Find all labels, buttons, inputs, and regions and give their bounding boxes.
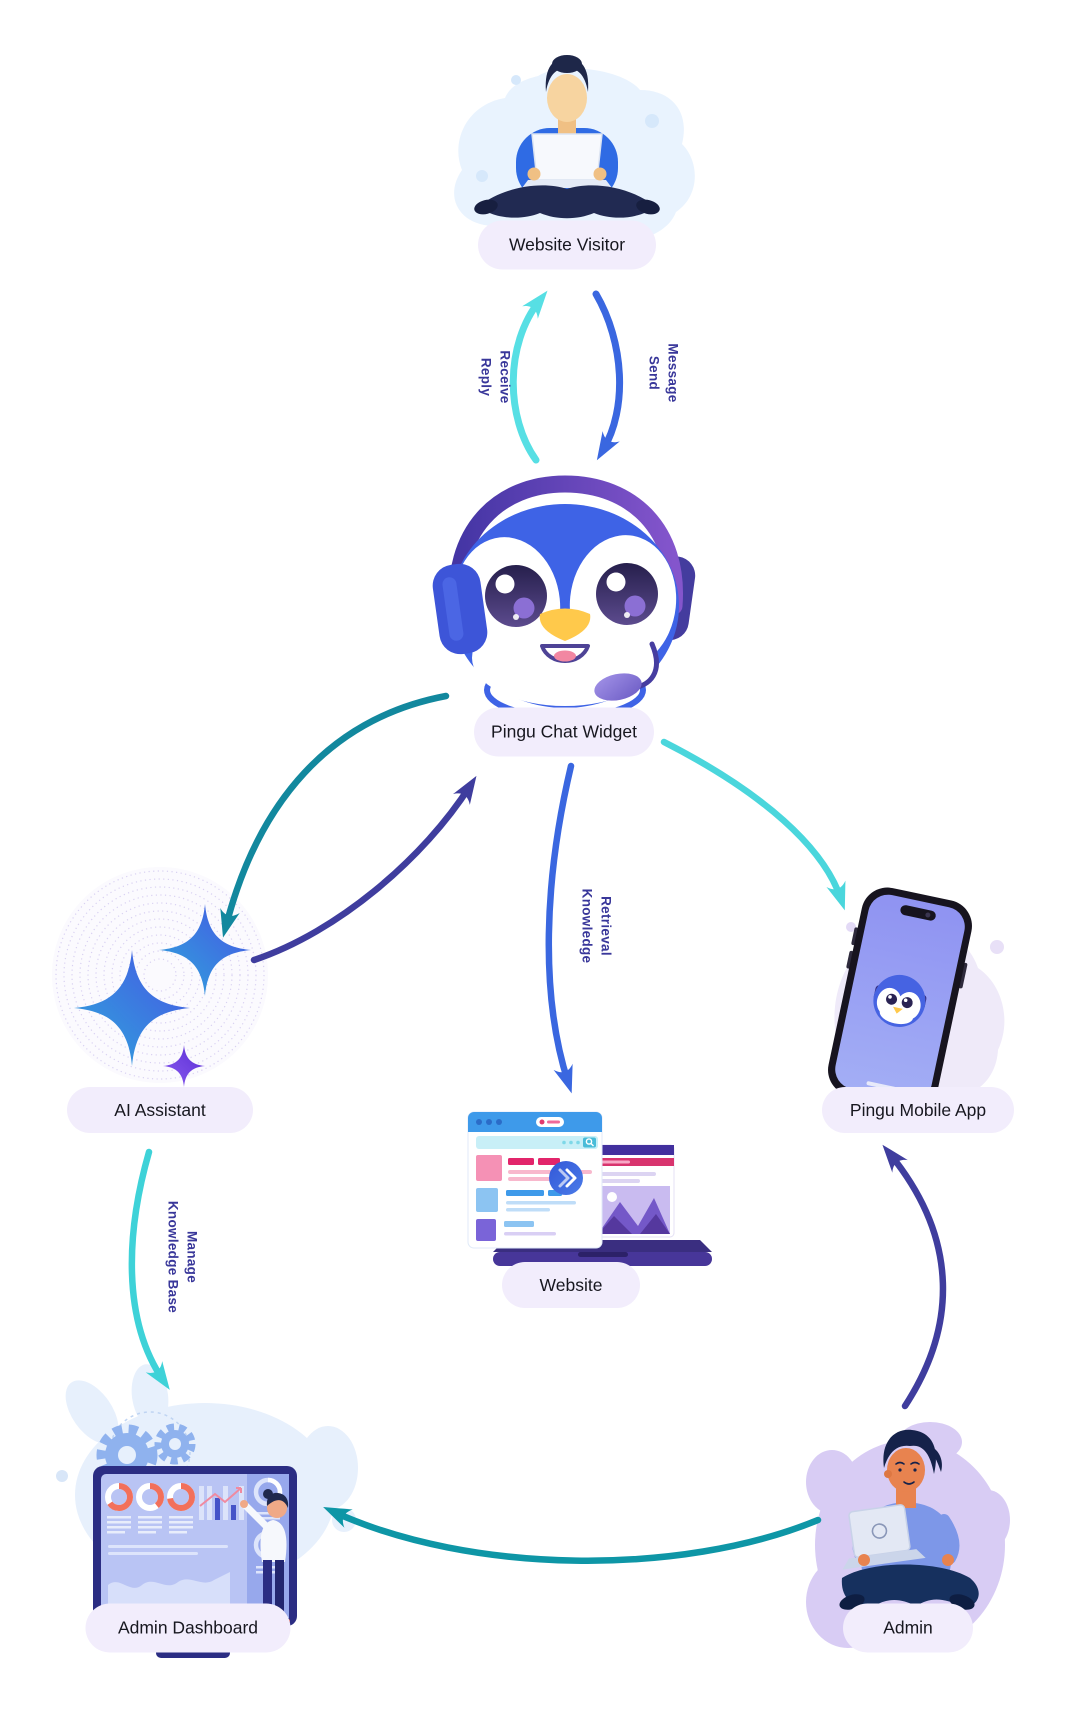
node-label-website-visitor: Website Visitor [478,220,656,270]
arrow-knowledge-retrieval [545,762,575,1094]
edge-label-manage-knowledge-base: Manage Knowledge Base [164,1200,200,1314]
sparkle-icon [159,904,251,996]
edge-label-receive-reply: Receive Reply [477,350,513,404]
website-visitor-illustration [454,55,695,242]
sparkle-icon [163,1045,205,1087]
node-label-text: Website Visitor [508,234,626,255]
node-label-admin-dashboard: Admin Dashboard [85,1603,291,1653]
node-label-text: Pingu Mobile App [849,1099,987,1120]
edge-label-line: Receive [497,350,513,404]
donut-chart-icon [105,1483,195,1511]
edge-label-line: Knowledge [579,888,595,964]
edge-label-line: Message [665,343,681,403]
arrow-send-message [592,290,624,461]
edge-label-line: Send [646,355,662,391]
node-label-pingu-mobile-app: Pingu Mobile App [822,1087,1014,1133]
node-label-website: Website [502,1262,640,1308]
edge-label-knowledge-retrieval: Knowledge Retrieval [578,888,614,964]
pingu-mobile-app-illustration [828,887,1005,1109]
node-label-admin: Admin [843,1603,973,1653]
dashboard-person [240,1489,290,1625]
node-label-pingu-chat-widget: Pingu Chat Widget [474,707,654,757]
arrow-admin-to-dashboard [323,1507,822,1564]
arrow-widget-to-ai [220,692,450,938]
website-illustration [467,1111,712,1266]
ai-assistant-icon [52,867,268,1087]
node-label-text: Pingu Chat Widget [491,721,637,742]
node-label-ai-assistant: AI Assistant [67,1087,253,1133]
arrow-admin-to-phone [882,1144,947,1410]
pingu-mascot-illustration [432,475,696,720]
sparkle-icon [74,950,190,1066]
arrow-widget-to-phone [660,738,846,911]
admin-dashboard-illustration [56,1364,358,1658]
node-label-text: AI Assistant [114,1099,206,1120]
edge-label-line: Reply [478,357,494,397]
mini-penguin-icon [873,974,927,1027]
edge-label-line: Manage [184,1230,200,1284]
node-label-text: Admin [883,1617,933,1638]
arrow-receive-reply [509,290,548,464]
edge-label-send-message: Send Message [645,343,681,403]
node-label-text: Website [539,1274,603,1295]
browser-window [467,1111,603,1249]
gear-icon [154,1423,196,1465]
edge-label-line: Retrieval [598,896,614,956]
arrow-ai-to-widget [250,775,477,964]
arrow-manage-knowledge-base [128,1148,170,1390]
admin-illustration [806,1422,1010,1650]
node-label-text: Admin Dashboard [117,1617,259,1638]
edge-label-line: Knowledge Base [165,1200,181,1314]
